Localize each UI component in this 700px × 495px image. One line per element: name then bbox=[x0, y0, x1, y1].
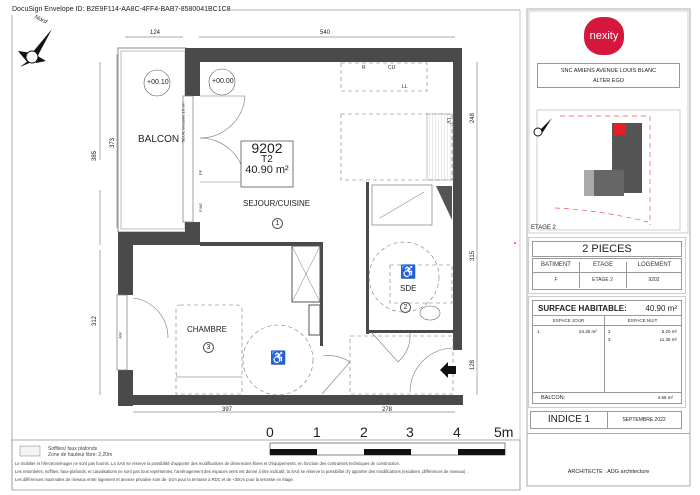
pf-label: PF bbox=[198, 169, 204, 176]
compass-icon bbox=[18, 29, 52, 67]
header-etage: ETAGE bbox=[579, 262, 626, 288]
unit-type: T2 bbox=[261, 154, 273, 165]
legend-swatch bbox=[19, 445, 41, 457]
kitchen-r: R bbox=[362, 65, 366, 71]
unit-label: 9202 T2 40.90 m² bbox=[241, 141, 293, 176]
note-1: Le mobilier et l'électroménager ne sont … bbox=[15, 461, 401, 466]
dim-left-low: 312 bbox=[92, 315, 99, 327]
legend-text-1: Soffites/ faux plafonds bbox=[48, 446, 98, 452]
indice-label: INDICE 1 bbox=[547, 414, 591, 425]
note-3: Les différences maximales de niveaux ent… bbox=[15, 477, 294, 482]
kitchen-cu: CU bbox=[388, 65, 396, 71]
balcon-value: 4.65 m² bbox=[657, 395, 673, 400]
legend-text-2: Zone de hauteur libre: 2,20m bbox=[48, 452, 113, 458]
dim-top-right: 540 bbox=[320, 30, 331, 36]
day-room-num: 1 bbox=[537, 329, 540, 334]
value-etage: ETAGE 2 bbox=[592, 277, 613, 283]
room-num-1: 1 bbox=[272, 218, 283, 229]
envelope-id: DocuSign Envelope ID: B2E9F114-AA8C-4FF4… bbox=[12, 6, 231, 13]
night-room-num-3: 3 bbox=[608, 337, 611, 342]
scale-5m: 5m bbox=[494, 424, 514, 440]
pieces-title: 2 PIECES bbox=[532, 241, 682, 257]
value-batiment: F bbox=[554, 277, 558, 283]
dim-right-mid: 315 bbox=[470, 250, 477, 262]
scale-bar bbox=[269, 442, 506, 456]
address-box: SNC AMIENS AVENUE LOUIS BLANC ALTER EGO bbox=[537, 63, 680, 88]
dim-bottom-right: 278 bbox=[382, 407, 393, 413]
address-line-2: ALTER EGO bbox=[592, 78, 625, 84]
night-room-num-2: 2 bbox=[608, 329, 611, 334]
architect-label: ARCHITECTE : ADG architecture bbox=[567, 469, 650, 475]
kitchen-lv: LV bbox=[444, 118, 451, 124]
scale-1: 1 bbox=[313, 424, 321, 440]
seuil-label: SEUIL encastré 10 cm bbox=[180, 102, 186, 143]
unit-info-table: BATIMENT ETAGE LOGEMENT F ETAGE 2 9202 bbox=[532, 258, 682, 290]
room-balcon: BALCON bbox=[138, 134, 180, 145]
note-2: Les retombées, soffites, faux-plafonds, … bbox=[15, 469, 468, 474]
unit-number: 9202 bbox=[251, 140, 283, 156]
site-compass-icon bbox=[533, 118, 552, 137]
wheelchair-turn-icon: ♿ bbox=[270, 350, 287, 365]
aw-label: AW bbox=[117, 332, 123, 339]
col-espace-nuit: ESPACE NUIT bbox=[627, 318, 658, 323]
surface-label: SURFACE HABITABLE: bbox=[538, 304, 627, 313]
dim-left-outer: 385 bbox=[92, 150, 99, 162]
balcon-label: BALCON: bbox=[541, 395, 566, 401]
room-sejour: SEJOUR/CUISINE bbox=[243, 199, 311, 208]
surface-frame bbox=[528, 296, 686, 408]
wheelchair-icon: ♿ bbox=[400, 264, 417, 279]
room-chambre: CHAMBRE bbox=[187, 325, 228, 334]
pieces-frame bbox=[528, 237, 686, 294]
header-batiment: BATIMENT bbox=[541, 262, 571, 268]
dim-right-top: 248 bbox=[470, 112, 477, 124]
dim-bottom-left: 397 bbox=[222, 407, 233, 413]
kitchen-ll: LL bbox=[402, 84, 408, 90]
level-living: +00.00 bbox=[212, 78, 234, 85]
dim-left-inner: 373 bbox=[110, 137, 117, 149]
scale-4: 4 bbox=[453, 424, 461, 440]
room-num-3: 3 bbox=[203, 342, 214, 353]
day-room-area: 24.35 m² bbox=[579, 329, 597, 334]
header-logement: LOGEMENT bbox=[626, 262, 682, 288]
night-room-area-3: 11.35 m² bbox=[659, 337, 677, 342]
dim-right-low: 128 bbox=[470, 359, 477, 371]
address-line-1: SNC AMIENS AVENUE LOUIS BLANC bbox=[560, 68, 657, 74]
value-logement: 9202 bbox=[648, 277, 660, 283]
fixe-label: FIXE bbox=[197, 203, 203, 212]
unit-area: 40.90 m² bbox=[245, 164, 289, 176]
dim-top-left: 124 bbox=[150, 30, 161, 36]
floor-label: ETAGE 2 bbox=[531, 225, 556, 231]
scale-0: 0 bbox=[266, 424, 274, 440]
date-label: SEPTEMBRE 2022 bbox=[622, 417, 666, 423]
entrance-arrow-icon bbox=[440, 362, 456, 378]
surface-value: 40.90 m² bbox=[645, 304, 677, 313]
building-map bbox=[584, 123, 642, 196]
surface-table: SURFACE HABITABLE: 40.90 m² ESPACE JOUR … bbox=[532, 300, 682, 404]
room-num-2: 2 bbox=[400, 302, 411, 313]
scale-3: 3 bbox=[406, 424, 414, 440]
room-sde: SDE bbox=[400, 284, 417, 293]
indice-box: INDICE 1 SEPTEMBRE 2022 bbox=[530, 411, 682, 429]
nexity-logo: nexity bbox=[584, 17, 624, 55]
col-espace-jour: ESPACE JOUR bbox=[552, 318, 585, 323]
scale-2: 2 bbox=[360, 424, 368, 440]
walls bbox=[118, 48, 463, 406]
level-balcony: +00.10 bbox=[147, 79, 169, 86]
night-room-area-2: 5.20 m² bbox=[661, 329, 677, 334]
